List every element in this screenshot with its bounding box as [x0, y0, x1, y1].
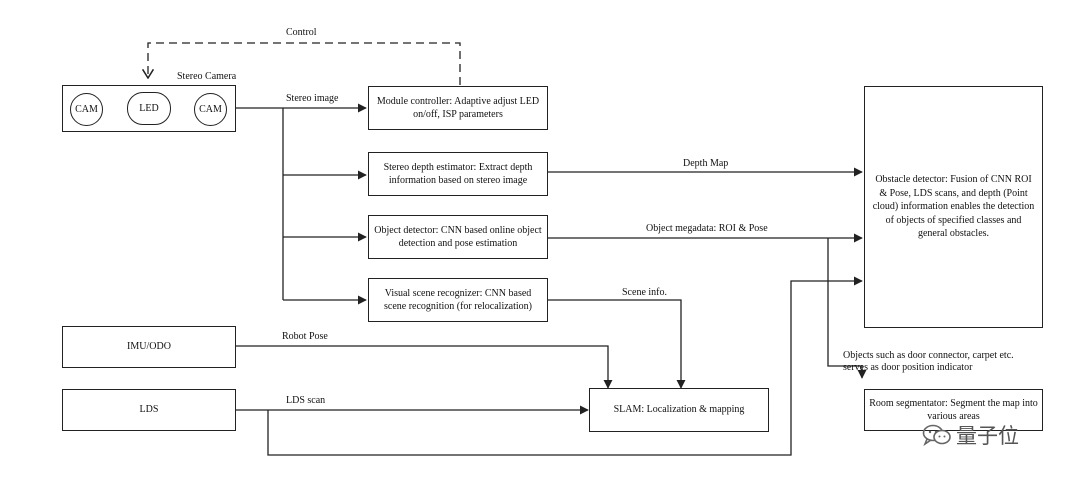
depth-map-label: Depth Map: [683, 158, 729, 169]
room-segmentator-box: Room segmentator: Segment the map into v…: [864, 389, 1043, 431]
module-controller-box: Module controller: Adaptive adjust LED o…: [368, 86, 548, 130]
wechat-icon: [922, 424, 951, 447]
scene-info-label: Scene info.: [622, 287, 667, 298]
lds-to-obstacle-line: [267, 276, 863, 456]
obstacle-detector-box: Obstacle detector: Fusion of CNN ROI & P…: [864, 86, 1043, 328]
cam-right: CAM: [194, 93, 227, 126]
control-dashed-line: [148, 42, 461, 85]
object-megadata-label: Object megadata: ROI & Pose: [646, 223, 768, 234]
door-note-line1: Objects such as door connector, carpet e…: [843, 350, 1014, 361]
lds-box: LDS: [62, 389, 236, 431]
object-detector-box: Object detector: CNN based online object…: [368, 215, 548, 259]
lds-scan-label: LDS scan: [286, 395, 326, 406]
led: LED: [127, 92, 171, 125]
door-note-line2: serves as door position indicator: [843, 362, 973, 373]
stereo-depth-estimator-box: Stereo depth estimator: Extract depth in…: [368, 152, 548, 196]
cam-left: CAM: [70, 93, 103, 126]
watermark: 量子位: [922, 420, 1019, 450]
watermark-text: 量子位: [956, 424, 1019, 448]
robot-pose-label: Robot Pose: [282, 331, 328, 342]
visual-scene-recognizer-box: Visual scene recognizer: CNN based scene…: [368, 278, 548, 322]
slam-box: SLAM: Localization & mapping: [589, 388, 769, 432]
imu-odo-box: IMU/ODO: [62, 326, 236, 368]
scene-info-line: [548, 299, 686, 389]
stereo-camera-label: Stereo Camera: [177, 71, 237, 82]
object-to-room-line: [827, 238, 867, 379]
robot-pose-line: [236, 345, 613, 389]
control-label: Control: [286, 27, 317, 38]
stereo-image-label: Stereo image: [286, 93, 339, 104]
